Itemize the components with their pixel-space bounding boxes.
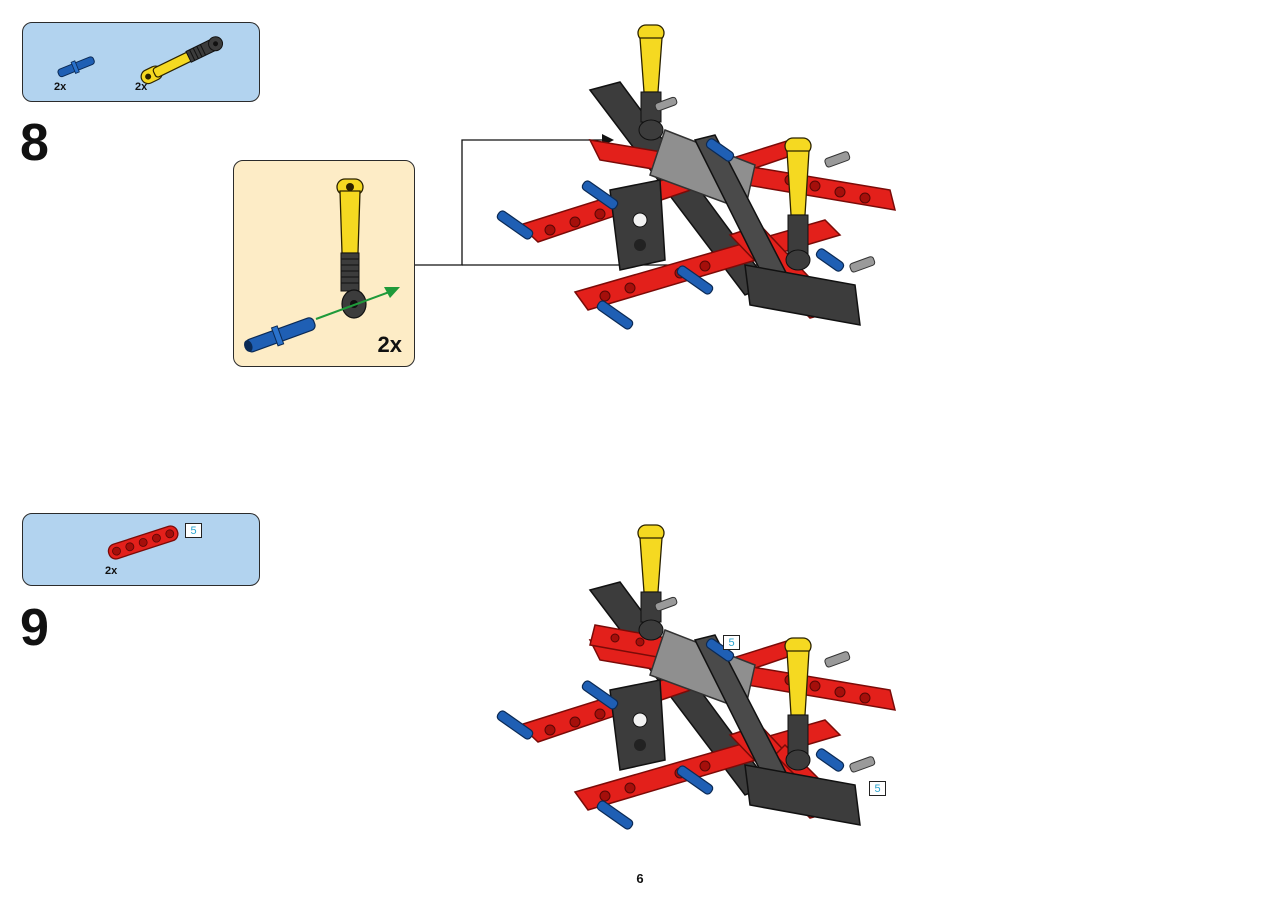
blue-axle-pin-icon: [57, 56, 95, 78]
step-9-build-illustration: [496, 524, 897, 830]
step-number: 8: [20, 114, 49, 172]
callout-assembly-illustration: [244, 178, 400, 353]
parts-list-step-9: 5 2x: [22, 513, 260, 586]
insert-arrow-icon: [315, 287, 400, 320]
part-qty-blue-pin: 2x: [54, 81, 67, 93]
callout-quantity: 2x: [377, 332, 402, 357]
blue-axle-pin-icon: [244, 317, 316, 353]
part-qty-red-beam: 2x: [105, 565, 118, 577]
yellow-shock-absorber-icon: [140, 36, 224, 85]
part-qty-shock-absorber: 2x: [135, 81, 148, 93]
step-number: 9: [20, 599, 49, 657]
build-length-tag: 5: [869, 781, 886, 796]
red-beam-5-icon: [107, 525, 179, 560]
step-8-build-illustration: [496, 24, 897, 330]
sub-assembly-callout: 2x: [233, 160, 415, 367]
yellow-shock-absorber-icon: [336, 178, 367, 319]
page-number: 6: [636, 871, 644, 886]
build-length-tag: 5: [723, 635, 740, 650]
parts-list-step-8: 2x 2x: [22, 22, 260, 102]
part-length-tag: 5: [185, 523, 202, 538]
